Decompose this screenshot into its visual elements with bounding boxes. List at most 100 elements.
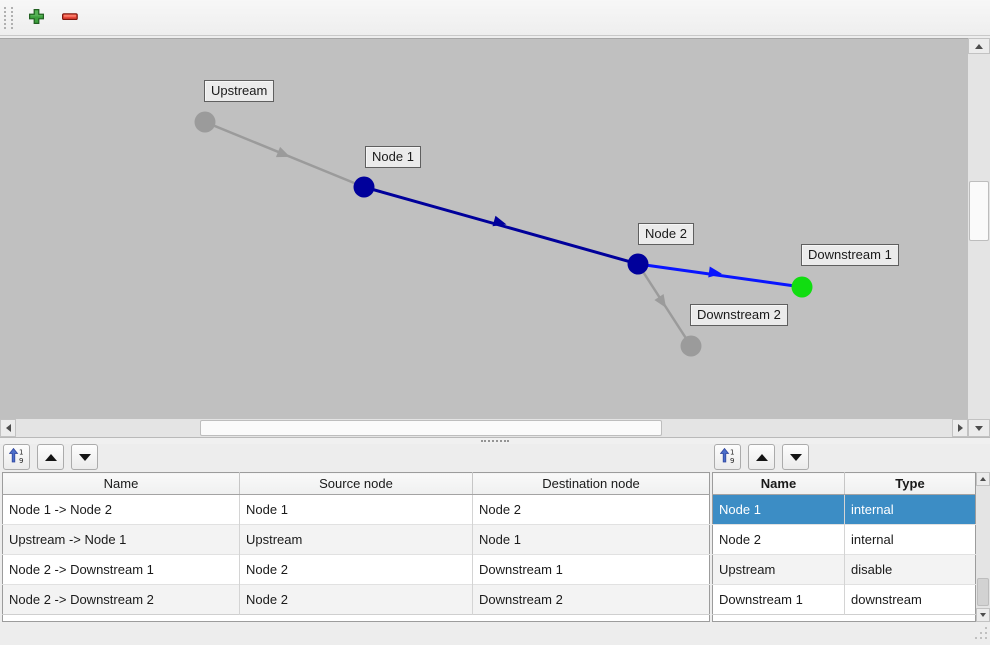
cell-name[interactable]: Node 2 -> Downstream 2 [2, 584, 240, 615]
up-arrow-icon [44, 453, 57, 461]
scroll-down-button[interactable] [968, 419, 990, 437]
graph-node-downstream1[interactable] [791, 276, 813, 298]
cell-source[interactable]: Node 2 [239, 584, 473, 615]
table-row[interactable]: Node 2 -> Downstream 2 Node 2 Downstream… [2, 584, 710, 615]
remove-node-button[interactable] [55, 4, 85, 32]
add-node-button[interactable] [21, 4, 51, 32]
node-table-scrollbar[interactable] [976, 472, 990, 622]
cell-type[interactable]: disable [844, 554, 976, 585]
edge-table-header-source[interactable]: Source node [239, 472, 473, 495]
arrowhead-icon [275, 146, 291, 158]
cell-type[interactable]: internal [844, 494, 976, 525]
sort-ascending-icon: 1 9 [8, 447, 25, 467]
table-filler-row [712, 614, 976, 622]
cell-destination[interactable]: Node 2 [472, 494, 710, 525]
cell-name[interactable]: Node 2 -> Downstream 1 [2, 554, 240, 585]
main-toolbar [0, 0, 990, 36]
move-edge-down-button[interactable] [71, 444, 98, 470]
node-table-header-row: Name Type [712, 472, 976, 495]
scroll-thumb[interactable] [200, 420, 662, 436]
pane-splitter[interactable] [0, 437, 990, 444]
window-resize-grip[interactable] [974, 626, 988, 643]
table-row-selected[interactable]: Node 1 internal [712, 494, 976, 525]
scroll-thumb[interactable] [977, 578, 989, 606]
cell-type[interactable]: internal [844, 524, 976, 555]
toolbar-grip[interactable] [4, 6, 13, 29]
edge-table-header-row: Name Source node Destination node [2, 472, 710, 495]
cell-name[interactable]: Node 2 [712, 524, 845, 555]
cell-name[interactable]: Upstream -> Node 1 [2, 524, 240, 555]
node-label-node1[interactable]: Node 1 [365, 146, 421, 168]
graph-canvas[interactable]: Upstream Node 1 Node 2 Downstream 1 Down… [0, 38, 968, 420]
cell-type[interactable]: downstream [844, 584, 976, 615]
down-arrow-icon [78, 453, 91, 461]
svg-text:1: 1 [19, 448, 23, 456]
scroll-up-button[interactable] [976, 472, 990, 486]
scroll-up-button[interactable] [968, 38, 990, 54]
edge-table: Name Source node Destination node Node 1… [2, 472, 710, 622]
graph-horizontal-scrollbar[interactable] [0, 419, 968, 437]
table-row[interactable]: Downstream 1 downstream [712, 584, 976, 615]
edge-node1-node2[interactable] [363, 185, 639, 266]
node-table-header-name[interactable]: Name [712, 472, 845, 495]
cell-destination[interactable]: Downstream 2 [472, 584, 710, 615]
graph-vertical-scrollbar[interactable] [968, 38, 990, 437]
move-node-down-button[interactable] [782, 444, 809, 470]
cell-source[interactable]: Upstream [239, 524, 473, 555]
edge-table-header-destination[interactable]: Destination node [472, 472, 710, 495]
up-arrow-icon [755, 453, 768, 461]
node-table-header-type[interactable]: Type [844, 472, 976, 495]
table-row[interactable]: Node 2 -> Downstream 1 Node 2 Downstream… [2, 554, 710, 585]
sort-nodes-button[interactable]: 1 9 [714, 444, 741, 470]
cell-name[interactable]: Node 1 -> Node 2 [2, 494, 240, 525]
graph-node-node2[interactable] [627, 253, 649, 275]
table-filler-row [2, 614, 710, 622]
node-label-downstream2[interactable]: Downstream 2 [690, 304, 788, 326]
scroll-left-button[interactable] [0, 419, 16, 437]
resize-grip-icon [975, 627, 987, 639]
node-table: Name Type Node 1 internal Node 2 interna… [712, 472, 976, 622]
graph-node-node1[interactable] [353, 176, 375, 198]
node-table-toolbar: 1 9 [714, 444, 809, 470]
svg-text:9: 9 [730, 457, 734, 464]
cell-source[interactable]: Node 2 [239, 554, 473, 585]
graph-svg [194, 111, 813, 357]
node-label-upstream[interactable]: Upstream [204, 80, 275, 102]
arrowhead-icon [492, 215, 507, 227]
down-arrow-icon [975, 425, 983, 431]
node-label-node2[interactable]: Node 2 [638, 223, 694, 245]
move-edge-up-button[interactable] [37, 444, 64, 470]
sort-edges-button[interactable]: 1 9 [3, 444, 30, 470]
edge-table-toolbar: 1 9 [3, 444, 98, 470]
scroll-thumb[interactable] [969, 181, 989, 241]
splitter-handle-icon [481, 440, 509, 442]
table-row[interactable]: Upstream disable [712, 554, 976, 585]
arrowhead-icon [654, 294, 667, 308]
up-arrow-icon [980, 477, 986, 481]
table-row[interactable]: Upstream -> Node 1 Upstream Node 1 [2, 524, 710, 555]
table-row[interactable]: Node 1 -> Node 2 Node 1 Node 2 [2, 494, 710, 525]
move-node-up-button[interactable] [748, 444, 775, 470]
edge-node2-downstream1[interactable] [637, 262, 803, 289]
plus-icon [27, 7, 46, 29]
arrowhead-icon [708, 266, 722, 278]
cell-destination[interactable]: Downstream 1 [472, 554, 710, 585]
svg-text:9: 9 [19, 457, 23, 464]
up-arrow-icon [975, 43, 983, 49]
table-row[interactable]: Node 2 internal [712, 524, 976, 555]
scroll-right-button[interactable] [952, 419, 968, 437]
scroll-down-button[interactable] [976, 608, 990, 622]
cell-name[interactable]: Node 1 [712, 494, 845, 525]
minus-icon [60, 7, 80, 29]
cell-source[interactable]: Node 1 [239, 494, 473, 525]
graph-node-downstream2[interactable] [680, 335, 702, 357]
cell-name[interactable]: Downstream 1 [712, 584, 845, 615]
cell-name[interactable]: Upstream [712, 554, 845, 585]
edge-table-header-name[interactable]: Name [2, 472, 240, 495]
svg-text:1: 1 [730, 448, 734, 456]
graph-node-upstream[interactable] [194, 111, 216, 133]
sort-ascending-icon: 1 9 [719, 447, 736, 467]
node-label-downstream1[interactable]: Downstream 1 [801, 244, 899, 266]
cell-destination[interactable]: Node 1 [472, 524, 710, 555]
